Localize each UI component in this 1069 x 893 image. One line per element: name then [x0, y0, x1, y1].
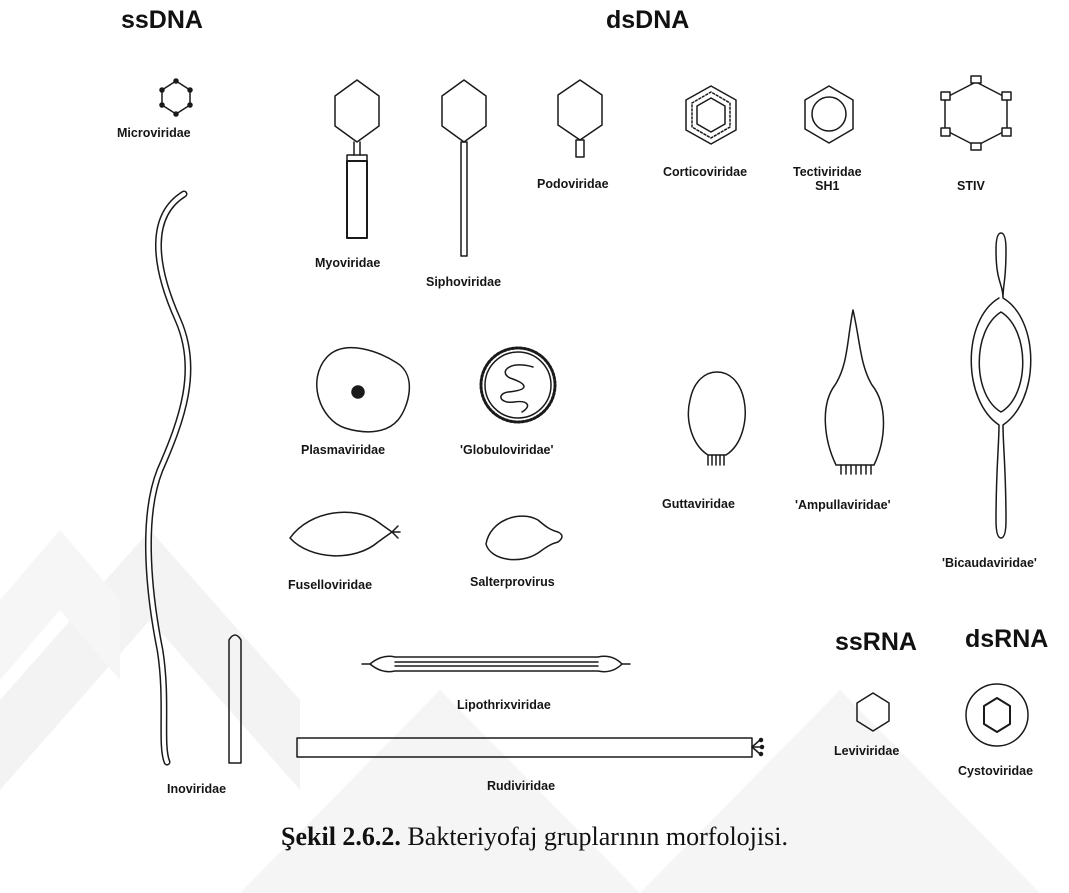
microviridae-drawing: [160, 79, 192, 116]
label-salterprovirus: Salterprovirus: [470, 575, 555, 589]
cystoviridae-drawing: [966, 684, 1028, 746]
label-bicaudaviridae: 'Bicaudaviridae': [942, 556, 1037, 570]
leviviridae-drawing: [857, 693, 889, 731]
label-tectiviridae-sh1: SH1: [793, 179, 862, 193]
tectiviridae-drawing: [805, 86, 853, 143]
label-ampullaviridae: 'Ampullaviridae': [795, 498, 891, 512]
salterprovirus-drawing: [486, 516, 562, 559]
bicaudaviridae-drawing: [971, 233, 1031, 538]
inoviridae-filament-drawing: [148, 194, 188, 762]
siphoviridae-drawing: [442, 80, 486, 256]
heading-dsrna: dsRNA: [965, 625, 1048, 654]
heading-ssdna: ssDNA: [121, 6, 203, 35]
fuselloviridae-drawing: [290, 512, 400, 556]
heading-ssrna: ssRNA: [835, 628, 917, 657]
inoviridae-rod-drawing: [229, 635, 241, 763]
label-globuloviridae: 'Globuloviridae': [460, 443, 553, 457]
label-tectiviridae-name: Tectiviridae: [793, 165, 862, 179]
label-siphoviridae: Siphoviridae: [426, 275, 501, 289]
ampullaviridae-drawing: [825, 310, 883, 474]
stiv-drawing: [941, 76, 1011, 150]
label-tectiviridae: Tectiviridae SH1: [793, 165, 862, 193]
label-rudiviridae: Rudiviridae: [487, 779, 555, 793]
label-fuselloviridae: Fuselloviridae: [288, 578, 372, 592]
caption-label: Şekil 2.6.2.: [281, 822, 401, 851]
label-myoviridae: Myoviridae: [315, 256, 380, 270]
label-leviviridae: Leviviridae: [834, 744, 899, 758]
guttaviridae-drawing: [688, 372, 745, 465]
heading-dsdna: dsDNA: [606, 6, 689, 35]
lipothrixviridae-drawing: [362, 656, 630, 671]
podoviridae-drawing: [558, 80, 602, 157]
label-podoviridae: Podoviridae: [537, 177, 609, 191]
label-cystoviridae: Cystoviridae: [958, 764, 1033, 778]
globuloviridae-drawing: [481, 348, 555, 422]
label-plasmaviridae: Plasmaviridae: [301, 443, 385, 457]
myoviridae-drawing: [335, 80, 379, 238]
label-corticoviridae: Corticoviridae: [663, 165, 747, 179]
label-microviridae: Microviridae: [117, 126, 191, 140]
figure-caption: Şekil 2.6.2. Bakteriyofaj gruplarının mo…: [0, 822, 1069, 852]
plasmaviridae-drawing: [317, 348, 410, 432]
caption-text: Bakteriyofaj gruplarının morfolojisi.: [401, 822, 788, 851]
label-guttaviridae: Guttaviridae: [662, 497, 735, 511]
label-lipothrixviridae: Lipothrixviridae: [457, 698, 551, 712]
rudiviridae-drawing: [297, 738, 764, 757]
corticoviridae-drawing: [686, 86, 736, 144]
label-inoviridae: Inoviridae: [167, 782, 226, 796]
label-stiv: STIV: [957, 179, 985, 193]
